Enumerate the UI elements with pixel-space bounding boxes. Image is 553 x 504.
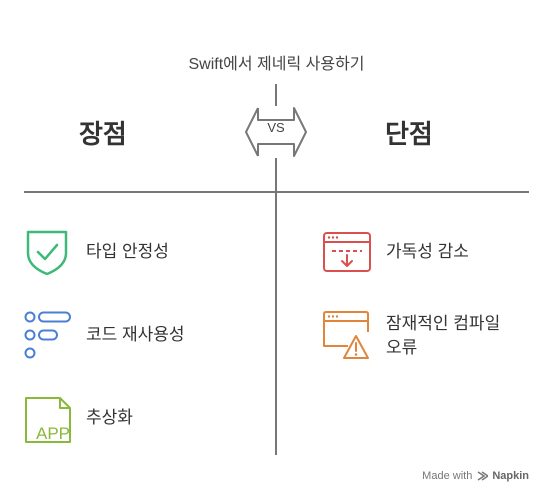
cons-item-label: 가독성 감소	[386, 242, 469, 261]
footer-brand: Napkin	[492, 470, 529, 482]
cons-item-label: 잠재적인 컴파일 오류	[386, 312, 500, 360]
vs-double-arrow-icon	[245, 107, 307, 157]
horizontal-divider	[24, 191, 529, 193]
footer-made-with: Made with	[422, 470, 473, 482]
shield-check-icon	[26, 230, 68, 275]
pros-item-label: 타입 안정성	[86, 242, 169, 261]
diagram-title: Swift에서 제네릭 사용하기	[188, 56, 365, 73]
svg-text:APP: APP	[36, 424, 70, 443]
napkin-logo-icon	[477, 471, 489, 481]
center-divider-bottom	[275, 193, 277, 455]
vs-label: VS	[267, 120, 285, 135]
cons-item-label-line: 오류	[386, 338, 418, 357]
cons-heading: 단점	[385, 119, 433, 149]
pros-heading: 장점	[79, 119, 127, 149]
app-file-icon: APP	[25, 397, 71, 443]
pros-item-label: 추상화	[86, 408, 133, 427]
pros-item-label: 코드 재사용성	[86, 325, 185, 344]
center-divider-mid	[275, 158, 277, 191]
browser-download-icon	[323, 232, 371, 272]
list-blocks-icon	[24, 311, 71, 359]
center-divider-top	[275, 84, 277, 106]
browser-warning-icon	[323, 311, 369, 359]
cons-item-label-line: 잠재적인 컴파일	[386, 314, 501, 333]
footer-credit: Made with Napkin	[422, 470, 529, 482]
